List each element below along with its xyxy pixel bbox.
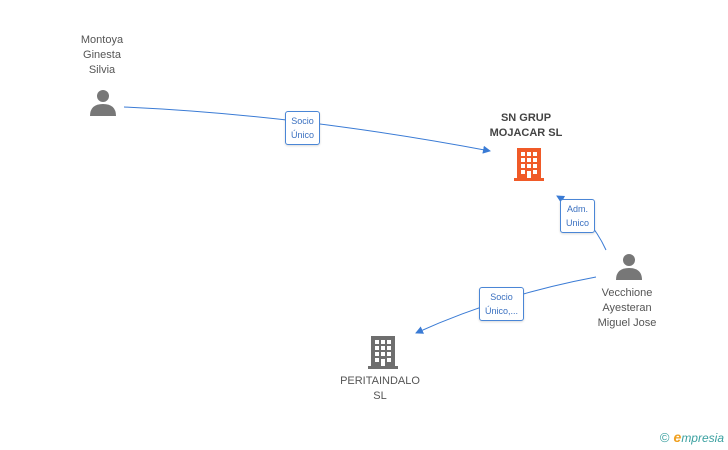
edge-label-adm-unico[interactable]: Adm. Unico [560,199,596,233]
person-icon[interactable] [89,88,117,116]
node-label-vecchione: Vecchione Ayesteran Miguel Jose [597,287,657,329]
empresia-logo: © empresia [659,429,724,445]
node-label-montoya: Montoya Ginesta Silvia [80,34,124,76]
copyright-icon: © [659,429,670,445]
edge-label-socio-unico[interactable]: Socio Único [285,111,321,145]
building-icon[interactable] [366,334,400,370]
person-icon[interactable] [615,252,643,280]
edge-label-socio-unico-multiple[interactable]: Socio Único,... [479,287,525,321]
building-icon[interactable] [512,146,546,182]
node-label-sngrup: SN GRUP MOJACAR SL [489,112,563,139]
node-label-peritaindalo: PERITAINDALO SL [340,375,420,402]
